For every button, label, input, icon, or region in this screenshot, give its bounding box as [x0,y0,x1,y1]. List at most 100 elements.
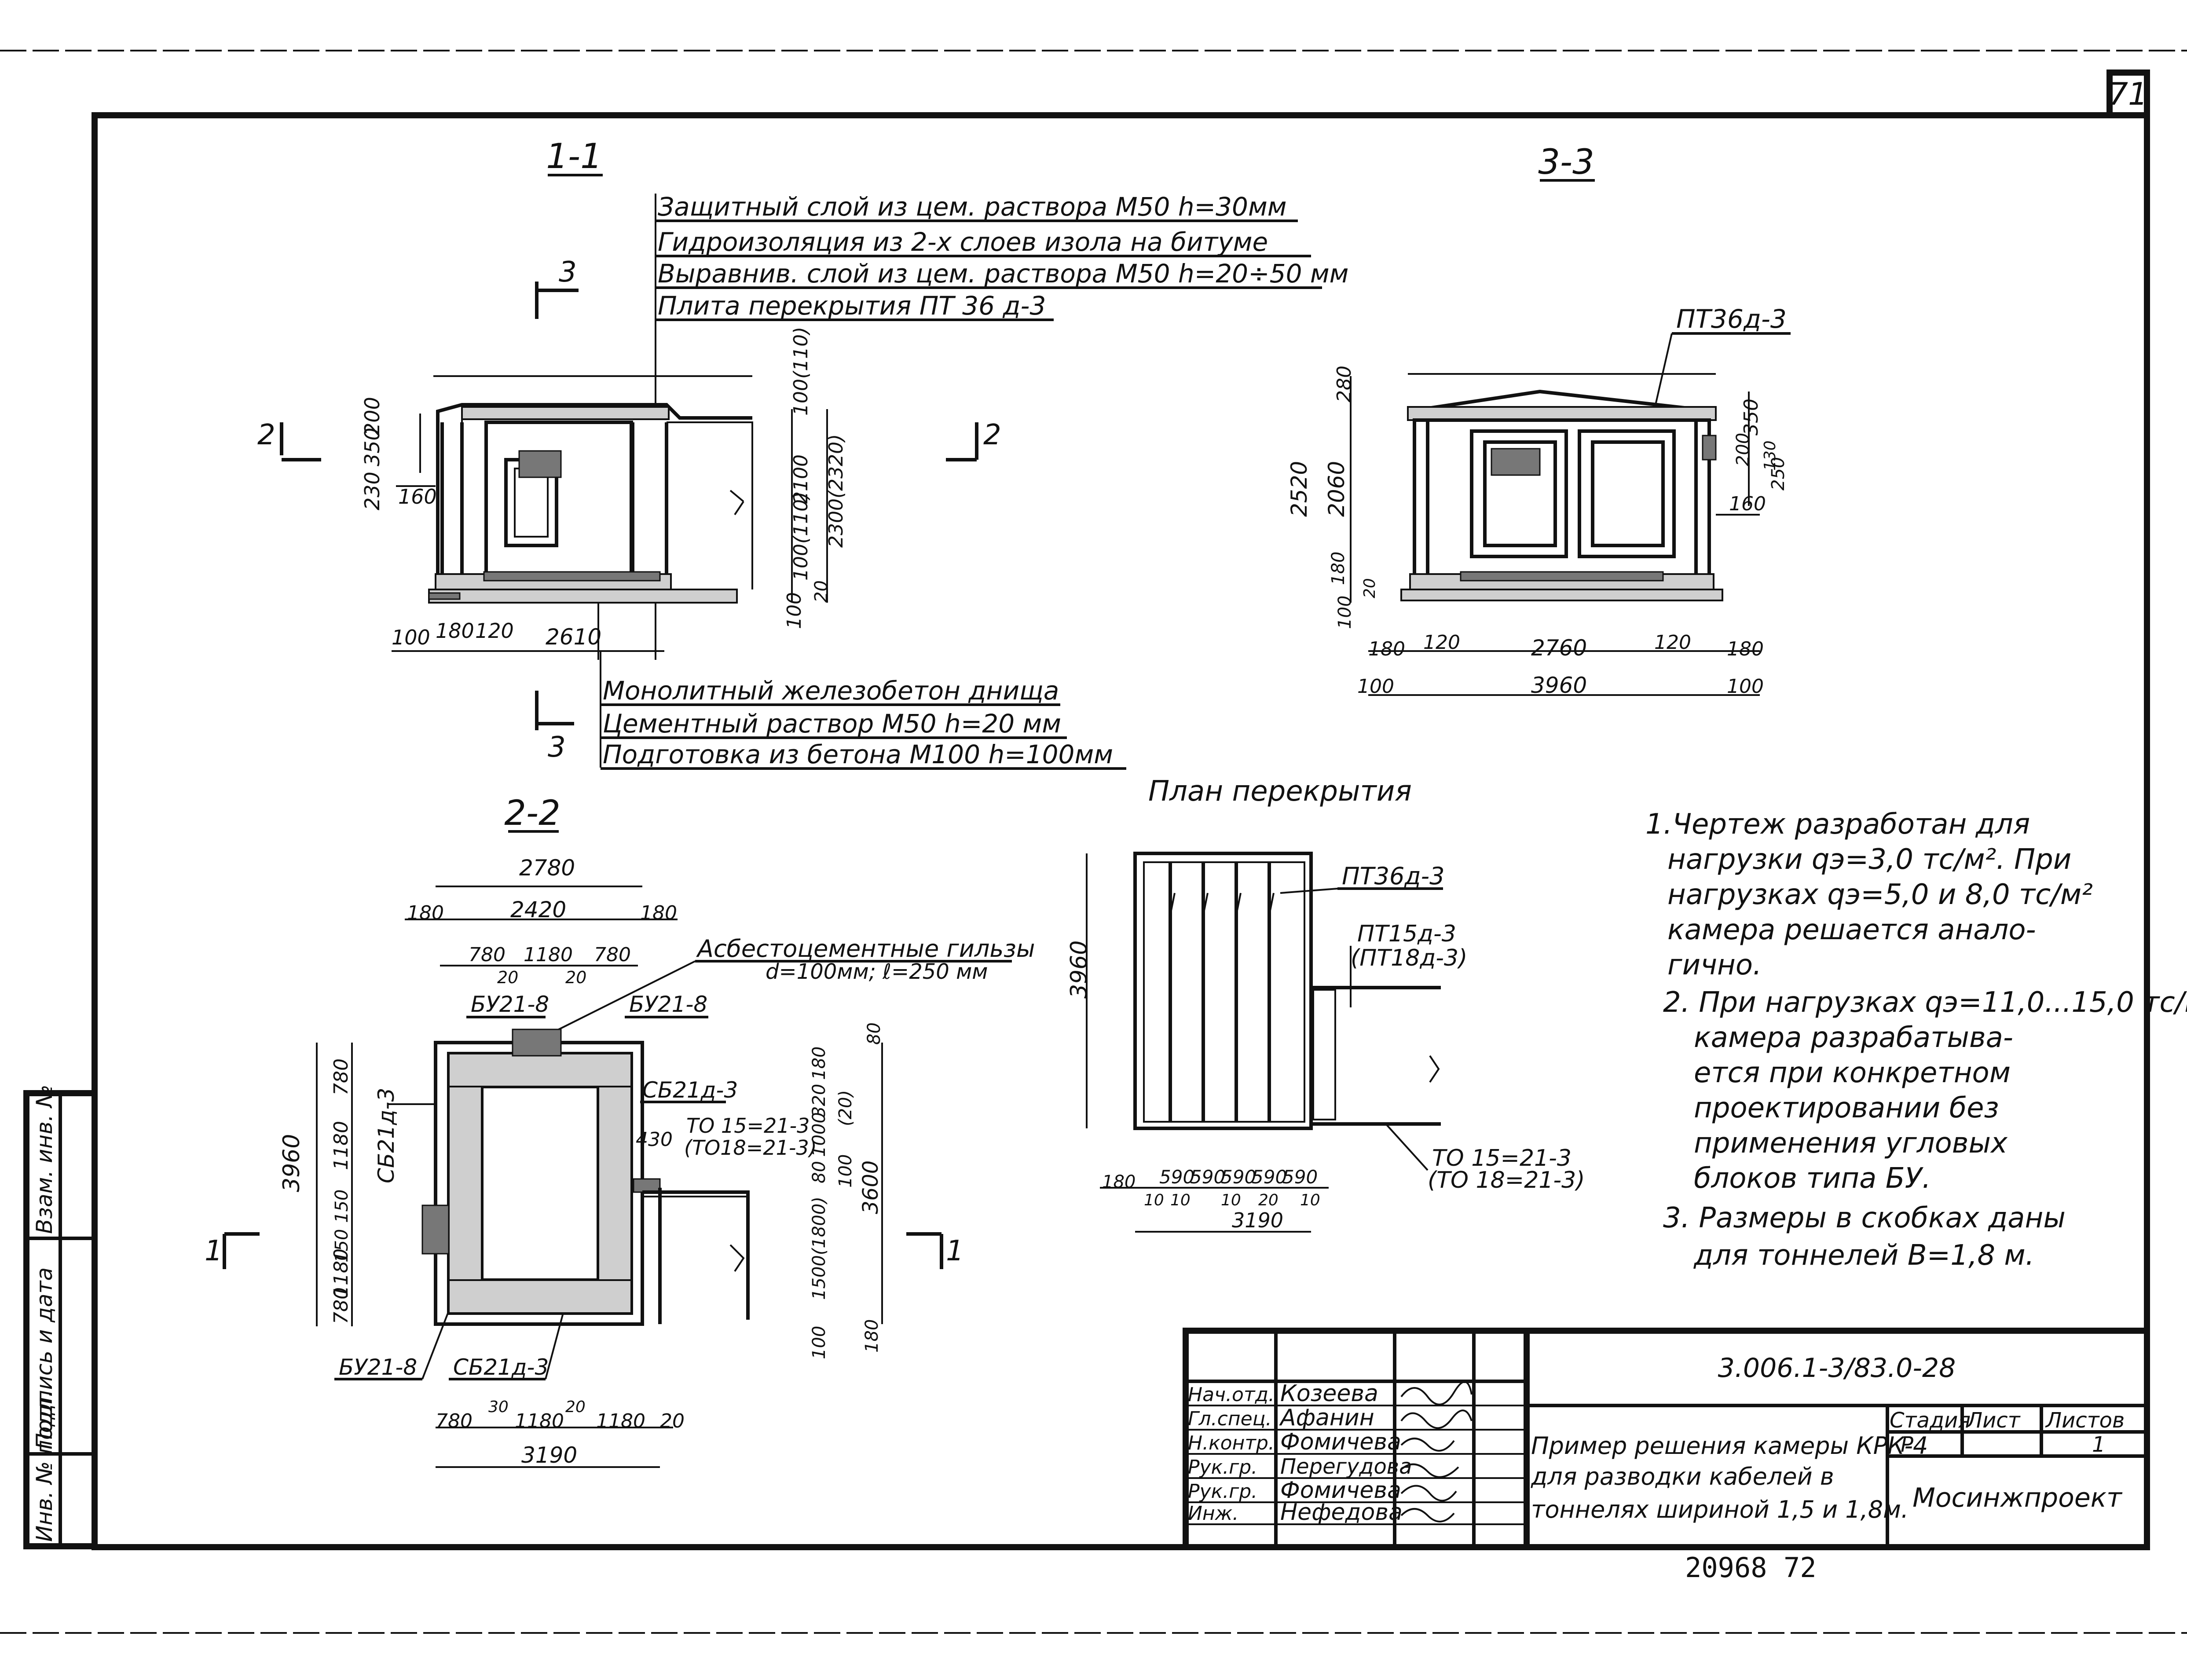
svg-text:250: 250 [1768,457,1788,490]
svg-text:590: 590 [1282,1166,1318,1188]
svg-text:180: 180 [1102,1172,1136,1192]
svg-text:320: 320 [809,1084,829,1117]
plan-to15-label: ТО 15=21-3 [1432,1145,1572,1171]
sheet-frame [92,112,2150,1550]
cut-mark-2-left: 2 [257,419,321,461]
svg-text:СБ21д-3: СБ21д-3 [374,1088,399,1183]
svg-text:3190: 3190 [521,1442,577,1468]
svg-text:Листов: Листов [2045,1408,2125,1433]
svg-text:120: 120 [1423,631,1460,654]
section-2-2-title: 2-2 [504,794,560,833]
svg-text:3960: 3960 [278,1134,305,1192]
svg-text:160: 160 [398,485,437,509]
note-line-8: ется при конкретном [1694,1057,2011,1089]
page-number: 71 [2108,76,2147,112]
note-line-3: нагрузках qэ=5,0 и 8,0 тс/м² [1667,878,2093,911]
svg-text:2300(2320): 2300(2320) [825,434,847,548]
svg-text:10: 10 [1144,1191,1164,1209]
svg-text:20: 20 [1361,578,1379,598]
sec33-right-dims: 350 200 250 130 160 [1716,392,1788,516]
plan-title: План перекрытия [1148,775,1412,808]
svg-text:10: 10 [1300,1191,1320,1209]
svg-text:780: 780 [330,1287,352,1324]
bottom-layer-1: Монолитный железобетон днища [603,676,1059,706]
sec11-left-dims: 350 200 230 160 [360,397,437,510]
layer-line-3: Выравнив. слой из цем. раствора М50 h=20… [658,259,1348,289]
svg-text:Инв. № подл.: Инв. № подл. [32,1390,57,1542]
layer-line-4: Плита перекрытия ПТ 36 д-3 [658,291,1046,321]
note-line-9: проектировании без [1694,1092,1999,1124]
svg-text:180: 180 [407,902,444,924]
svg-text:1000: 1000 [809,1112,829,1157]
svg-text:180: 180 [862,1319,882,1353]
svg-text:20: 20 [1258,1191,1278,1209]
svg-text:180: 180 [1368,638,1405,660]
plan-to18-label: (ТО 18=21-3) [1428,1167,1585,1193]
sec11-right-dims: 100(110) 2100 2300(2320) 100(110) 100 20 [783,327,847,629]
general-notes: 1.Чертеж разработан для нагрузки qэ=3,0 … [1645,808,2187,1272]
svg-text:80: 80 [809,1161,829,1183]
svg-text:Лист: Лист [1966,1408,2021,1433]
note-line-7: камера разрабатыва- [1694,1021,2013,1054]
svg-text:1500(1800): 1500(1800) [809,1197,829,1300]
svg-text:3960: 3960 [1066,941,1092,999]
svg-text:1180: 1180 [330,1121,352,1170]
svg-text:1180: 1180 [515,1410,564,1432]
note-line-5: гично. [1667,949,1762,981]
title-block: 3.006.1-3/83.0-28 Нач.отд. Гл.спец. Н.ко… [1183,1328,2150,1550]
sec22-bottom-dims: 780 30 1180 20 1180 20 3190 [436,1398,685,1468]
svg-text:10: 10 [1221,1191,1241,1209]
sec33-bottom-dims: 180 120 2760 120 180 100 3960 100 [1357,631,1764,698]
svg-text:180: 180 [1727,638,1764,660]
svg-text:20: 20 [565,968,586,987]
svg-text:100: 100 [1357,675,1394,698]
svg-text:350: 350 [1740,399,1762,436]
svg-text:Фомичева: Фомичева [1280,1477,1401,1504]
svg-text:200: 200 [1733,433,1753,466]
svg-text:3190: 3190 [1232,1208,1283,1232]
svg-text:Гл.спец.: Гл.спец. [1188,1408,1272,1430]
bu-label-c: БУ21-8 [339,1354,417,1380]
page-number-box: 71 [2106,70,2150,118]
svg-text:20: 20 [811,580,832,603]
svg-text:590: 590 [1159,1166,1194,1188]
sec22-top-dims: 2780 180 2420 180 780 1180 780 20 20 [405,855,678,987]
svg-text:150: 150 [332,1229,352,1263]
svg-text:2610: 2610 [546,624,601,650]
svg-text:2520: 2520 [1286,461,1312,517]
note-line-11: блоков типа БУ. [1694,1162,1931,1195]
layer-callouts-top: Защитный слой из цем. раствора М50 h=30м… [655,192,1348,411]
svg-text:180: 180 [1328,552,1348,585]
svg-text:Перегудова: Перегудова [1280,1454,1412,1479]
svg-text:Нач.отд.: Нач.отд. [1188,1384,1275,1406]
svg-text:2760: 2760 [1531,635,1587,661]
svg-text:100: 100 [1335,596,1355,629]
svg-text:Козеева: Козеева [1280,1380,1378,1407]
sec33-left-dims: 280 2520 2060 180 100 20 [1286,366,1379,629]
svg-text:150: 150 [332,1190,352,1223]
svg-text:Р: Р [1901,1432,1913,1457]
svg-text:Инж.: Инж. [1188,1502,1238,1525]
layer-line-1: Защитный слой из цем. раствора М50 h=30м… [658,192,1286,222]
svg-text:100: 100 [783,592,806,629]
svg-text:100(110): 100(110) [790,492,812,581]
svg-text:Фомичева: Фомичева [1280,1429,1401,1455]
pipe-sleeves-size: d=100мм; ℓ=250 мм [766,959,988,984]
svg-text:590: 590 [1221,1166,1256,1188]
plan-pt36-label: ПТ36д-3 [1342,862,1444,890]
note-line-13: для тоннелей В=1,8 м. [1693,1239,2034,1272]
svg-text:590: 590 [1252,1166,1287,1188]
layer-line-2: Гидроизоляция из 2-х слоев изола на биту… [658,227,1268,257]
to-label-a: ТО 15=21-3 [686,1114,810,1138]
organization-name: Мосинжпроект [1912,1482,2123,1513]
drawing-code: 3.006.1-3/83.0-28 [1718,1353,1956,1384]
sec22-pipe-callout: Асбестоцементные гильзы d=100мм; ℓ=250 м… [541,935,1035,1039]
svg-text:2060: 2060 [1324,461,1349,517]
svg-text:1: 1 [205,1235,223,1267]
svg-text:2: 2 [257,419,275,451]
archive-stamp: 20968 72 [1685,1552,1817,1584]
svg-text:180: 180 [640,902,677,924]
to-label-b: (ТО18=21-3) [684,1136,817,1160]
svg-text:2420: 2420 [510,897,566,922]
